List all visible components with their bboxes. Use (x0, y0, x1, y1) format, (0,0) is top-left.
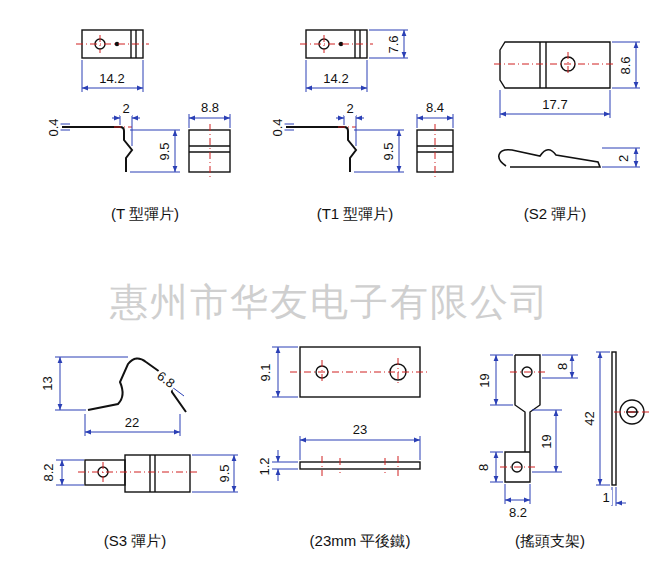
dimension-label: 1.2 (256, 455, 271, 477)
dimension-label: 8.2 (40, 461, 55, 483)
dimension-label: 2 (344, 101, 355, 116)
part-caption: (T 型彈片) (109, 205, 181, 222)
dimension-label: 22 (123, 415, 141, 430)
dimension-label: 7.6 (385, 33, 400, 55)
dimension-label: 8 (476, 461, 491, 472)
dimension-label: 19 (477, 371, 492, 389)
dimension-label: 8.8 (199, 100, 221, 115)
dimension-label: 14.2 (321, 71, 350, 86)
dimension-label: 13 (40, 374, 55, 392)
dimension-label: 8.2 (507, 505, 529, 520)
part-caption: (S3 彈片) (102, 532, 169, 549)
dimension-label: 2 (616, 152, 631, 163)
dimension-label: 9.1 (257, 361, 272, 383)
swing-bracket (505, 352, 644, 485)
dimension-label: 17.7 (540, 97, 569, 112)
dimension-label: 9.5 (156, 140, 171, 162)
dimension-label: 23 (351, 422, 369, 437)
dimension-label: 2 (120, 101, 131, 116)
dimension-label: 42 (582, 409, 597, 427)
dimension-label: 8 (555, 360, 570, 371)
dimension-label: 0.4 (45, 116, 60, 138)
part-caption: (23mm 平後鐵) (308, 532, 413, 549)
watermark: 惠州市华友电子有限公司 (108, 282, 552, 322)
part-caption: (搖頭支架) (513, 532, 587, 549)
dimension-lines (55, 30, 640, 506)
dimension-label: 8.6 (617, 54, 632, 76)
dimension-label: 14.2 (97, 71, 126, 86)
dimension-label: 19 (539, 432, 554, 450)
center-lines (76, 35, 650, 482)
part-caption: (S2 彈片) (522, 205, 589, 222)
s2-spring (499, 42, 610, 167)
flat-back-iron (300, 347, 420, 469)
dimension-label: 8.4 (424, 100, 446, 115)
t1-spring (286, 30, 453, 172)
t-spring (62, 30, 230, 172)
dimension-label: 0.4 (269, 116, 284, 138)
dimension-label: 9.5 (216, 462, 231, 484)
dimension-label: 1 (600, 490, 611, 505)
part-caption: (T1 型彈片) (315, 205, 396, 222)
dimension-label: 9.5 (380, 140, 395, 162)
